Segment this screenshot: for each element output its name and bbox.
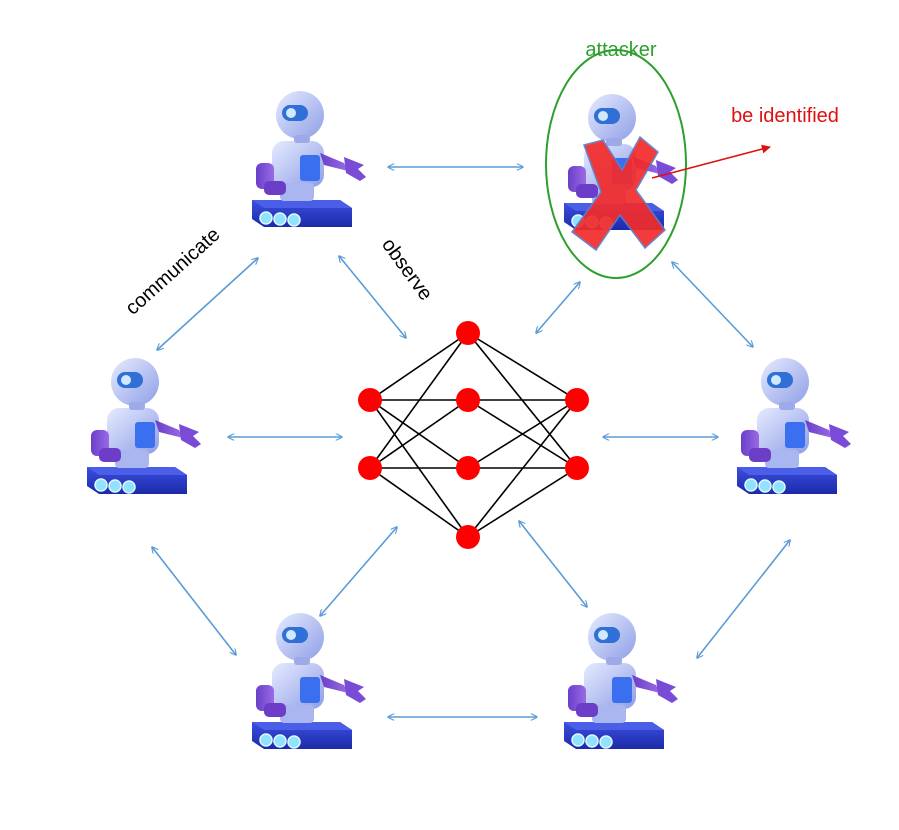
neuron-node (456, 525, 480, 549)
neuron-node (565, 456, 589, 480)
network-edge (467, 399, 578, 469)
arrow-midleft-bottomleft (152, 547, 236, 655)
arrow-attacker-network (536, 282, 580, 333)
attacker-ring (545, 49, 687, 279)
network-edge (467, 332, 578, 401)
identified-arrow (651, 144, 771, 179)
robot-bottom-right (563, 612, 679, 750)
arrow-attacker-midright (672, 262, 753, 347)
arrow-topleft-network (339, 256, 406, 338)
arrow-midright-bottomright (697, 540, 790, 658)
robot-bottom-left (251, 612, 367, 750)
neuron-node (456, 456, 480, 480)
neuron-node (456, 321, 480, 345)
robot-top-left (251, 90, 367, 228)
network-edge (369, 332, 469, 401)
arrow-network-bottomleft (320, 527, 397, 616)
observe-label: observe (377, 234, 437, 304)
connection-arrows (152, 167, 790, 717)
neuron-node (565, 388, 589, 412)
arrow-network-bottomright (519, 521, 587, 607)
network-nodes (358, 321, 589, 549)
robot-mid-left (86, 357, 202, 495)
neuron-node (456, 388, 480, 412)
neuron-node (358, 388, 382, 412)
network-edge (467, 399, 578, 538)
identified-label: be identified (731, 105, 839, 127)
neuron-node (358, 456, 382, 480)
attacker-label: attacker (585, 39, 656, 61)
network-edge (467, 467, 578, 538)
network-edge (369, 467, 469, 538)
robot-mid-right (736, 357, 852, 495)
network-edges (369, 332, 578, 538)
communicate-label: communicate (121, 224, 224, 320)
arrow-topleft-midleft (157, 258, 258, 350)
network-edge (369, 399, 469, 469)
cross-icon (570, 135, 667, 252)
network-edge (369, 332, 469, 469)
